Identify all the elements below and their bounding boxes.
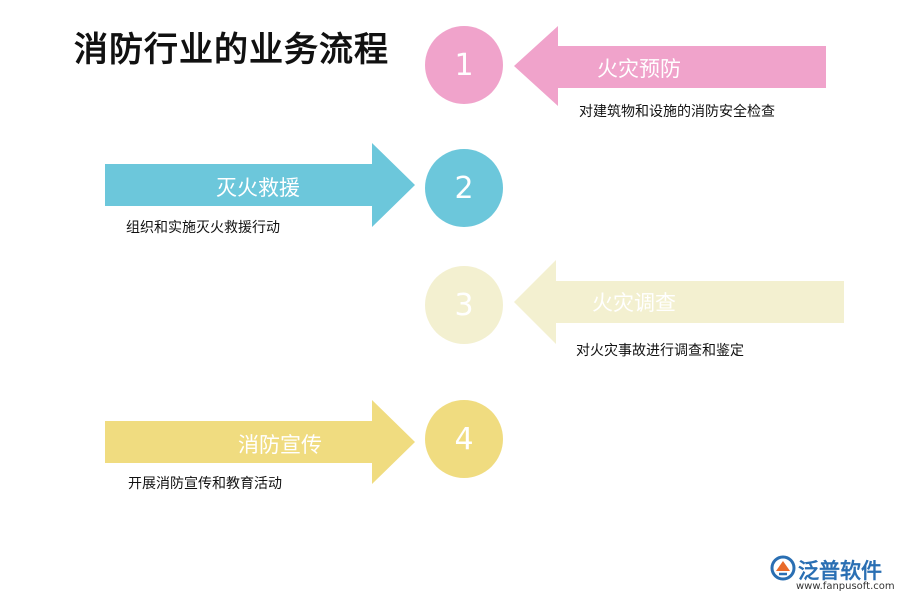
page-title: 消防行业的业务流程: [74, 30, 389, 70]
step-3-number-circle: 3: [425, 266, 503, 344]
step-4-number-circle: 4: [425, 400, 503, 478]
step-4-arrow: [105, 400, 415, 484]
step-2-number: 2: [454, 170, 474, 206]
step-3-arrow: [514, 260, 844, 344]
fanpu-logo: 泛普软件 www.fanpusoft.com: [770, 553, 895, 597]
step-1-arrow: [514, 26, 826, 106]
logo-url: www.fanpusoft.com: [796, 581, 895, 592]
step-3-number: 3: [454, 287, 474, 323]
step-2-number-circle: 2: [425, 149, 503, 227]
step-1-number: 1: [454, 47, 474, 83]
step-1-description: 对建筑物和设施的消防安全检查: [579, 104, 775, 120]
logo-name: 泛普软件: [798, 559, 882, 583]
step-3-description: 对火灾事故进行调查和鉴定: [576, 343, 744, 359]
step-2-label: 灭火救援: [216, 176, 300, 200]
fanpu-logo-icon: [770, 555, 796, 581]
step-4-label: 消防宣传: [238, 433, 322, 457]
step-2-arrow: [105, 143, 415, 227]
step-3-label: 火灾调查: [592, 291, 676, 315]
step-1-number-circle: 1: [425, 26, 503, 104]
step-4-number: 4: [454, 421, 474, 457]
step-4-description: 开展消防宣传和教育活动: [128, 476, 282, 492]
step-1-label: 火灾预防: [597, 57, 681, 81]
step-2-description: 组织和实施灭火救援行动: [126, 220, 280, 236]
